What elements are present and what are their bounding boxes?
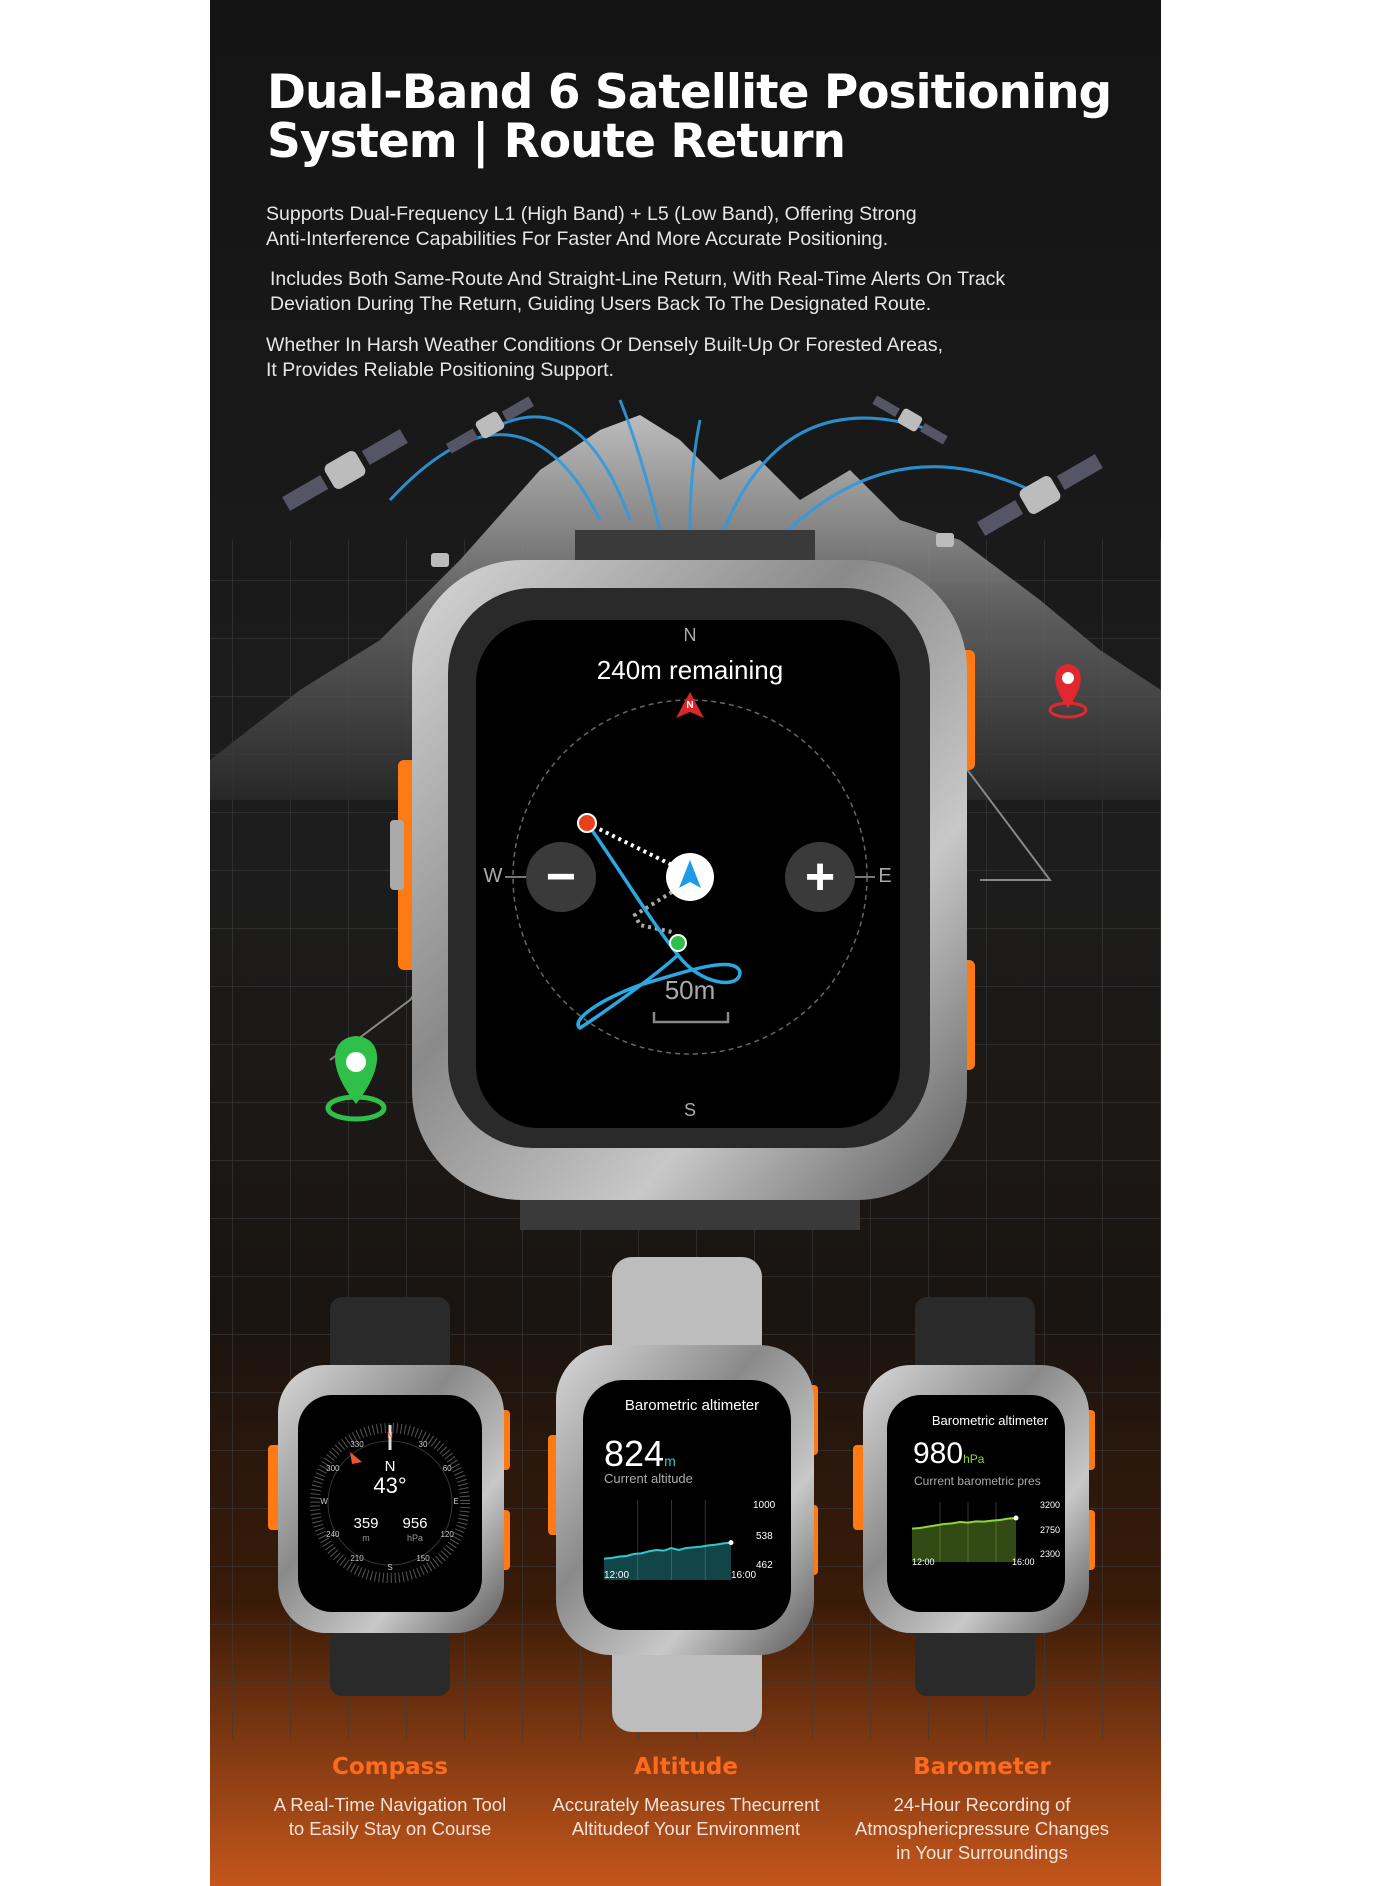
- map-pin-red-icon: [1048, 664, 1088, 719]
- altitude-reading-unit: m: [664, 1453, 676, 1469]
- pressure-reading: 980hPa: [913, 1437, 984, 1471]
- heading-degrees: 43°: [373, 1473, 407, 1498]
- caption-barometer-title: Barometer: [913, 1754, 1051, 1780]
- caption-line: Accurately Measures Thecurrent: [552, 1794, 820, 1815]
- pressure-reading-value: 980: [913, 1437, 964, 1470]
- caption-compass-desc: A Real-Time Navigation Tool to Easily St…: [274, 1793, 506, 1841]
- chart-end-point: [728, 1540, 734, 1546]
- caption-altitude-desc: Accurately Measures Thecurrent Altitudeo…: [553, 1793, 820, 1841]
- compass-tick-label: 210: [350, 1554, 364, 1564]
- caption-line: Atmosphericpressure Changes: [855, 1818, 1109, 1839]
- title-line: System | Route Return: [267, 114, 846, 169]
- caption-barometer-desc: 24-Hour Recording of Atmosphericpressure…: [855, 1793, 1109, 1865]
- y-tick-label: 2300: [1040, 1549, 1061, 1559]
- start-point: [577, 813, 597, 833]
- small-watch-compass-body: [268, 1297, 510, 1696]
- altitude-reading: 824m: [604, 1433, 676, 1475]
- satellite-signals: [388, 399, 1031, 561]
- compass-tick-label: 240: [326, 1530, 340, 1539]
- y-tick-label: 3200: [1040, 1500, 1061, 1510]
- y-tick-label: 538: [756, 1531, 773, 1542]
- paragraph-line: It Provides Reliable Positioning Support…: [266, 359, 614, 381]
- chart-area: [604, 1542, 731, 1580]
- scale-bar: [652, 1012, 730, 1024]
- x-tick-label: 16:00: [1012, 1557, 1035, 1567]
- small-watch-altitude-body: [548, 1257, 818, 1732]
- compass-s-label: S: [683, 1100, 697, 1120]
- compass-tick-label: N: [387, 1431, 393, 1440]
- compass-tick-label: E: [453, 1497, 459, 1506]
- compass-tick-label: 30: [418, 1439, 428, 1449]
- pressure-reading-unit: hPa: [963, 1452, 985, 1466]
- paragraph-dual-frequency: Supports Dual-Frequency L1 (High Band) +…: [266, 202, 917, 252]
- barometer-chart: [912, 1502, 1019, 1562]
- altitude-screen-title: Barometric altimeter: [624, 1397, 760, 1414]
- track-route: [576, 821, 742, 1031]
- zoom-out-button[interactable]: −: [526, 842, 596, 912]
- current-point: [669, 934, 687, 952]
- north-marker-icon: [676, 692, 704, 718]
- caption-line: Altitudeof Your Environment: [571, 1818, 801, 1839]
- small-watch-barometer-body: [853, 1297, 1095, 1696]
- zoom-in-button[interactable]: +: [785, 842, 855, 912]
- caption-line: in Your Surroundings: [896, 1842, 1068, 1863]
- chart-end-point: [1013, 1515, 1019, 1521]
- compass-tick-label: S: [387, 1563, 393, 1572]
- paragraph-line: Includes Both Same-Route And Straight-Li…: [270, 268, 1006, 290]
- map-scale-label: 50m: [664, 975, 716, 1005]
- compass-tick-label: 150: [416, 1554, 430, 1564]
- map-pin-green-icon: [325, 1036, 387, 1122]
- x-tick-label: 12:00: [912, 1557, 935, 1567]
- altitude-unit: m: [362, 1533, 370, 1543]
- x-tick-label: 12:00: [604, 1570, 630, 1581]
- title-line: Dual-Band 6 Satellite Positioning: [267, 65, 1112, 120]
- paragraph-line: Deviation During The Return, Guiding Use…: [270, 293, 932, 315]
- y-tick-label: 2750: [1040, 1525, 1061, 1535]
- caption-line: 24-Hour Recording of: [893, 1794, 1071, 1815]
- chart-line: [604, 1541, 732, 1560]
- compass-e-label: E: [878, 865, 892, 887]
- chart-area: [912, 1518, 1016, 1562]
- paragraph-line: Whether In Harsh Weather Conditions Or D…: [266, 334, 943, 356]
- paragraph-reliability: Whether In Harsh Weather Conditions Or D…: [266, 333, 943, 383]
- page-title: Dual-Band 6 Satellite Positioning System…: [267, 65, 1112, 169]
- north-marker-label: N: [686, 700, 694, 711]
- paragraph-line: Anti-Interference Capabilities For Faste…: [266, 228, 889, 250]
- pressure-label: Current barometric pres: [914, 1474, 1041, 1488]
- altitude-reading-value: 824: [604, 1433, 665, 1474]
- caption-altitude-title: Altitude: [634, 1754, 738, 1780]
- compass-tick-label: W: [320, 1497, 328, 1506]
- paragraph-line: Supports Dual-Frequency L1 (High Band) +…: [266, 203, 917, 225]
- altitude-value: 359: [353, 1515, 379, 1532]
- compass-w-label: W: [483, 865, 503, 887]
- pressure-unit: hPa: [406, 1533, 424, 1543]
- compass-tick-label: 300: [326, 1464, 340, 1473]
- heading-direction: N: [384, 1458, 396, 1475]
- compass-tick-label: 60: [442, 1464, 452, 1473]
- caption-compass-title: Compass: [331, 1754, 449, 1780]
- pressure-value: 956: [402, 1515, 428, 1532]
- satellite-icon: [282, 395, 1103, 567]
- chart-line: [912, 1517, 1017, 1530]
- compass-tick-label: 120: [440, 1530, 454, 1539]
- barometer-screen-title: Barometric altimeter: [931, 1413, 1049, 1428]
- x-tick-label: 16:00: [731, 1570, 757, 1581]
- caption-line: to Easily Stay on Course: [288, 1818, 492, 1839]
- paragraph-route-return: Includes Both Same-Route And Straight-Li…: [270, 267, 1005, 317]
- compass-n-label: N: [683, 625, 697, 645]
- remaining-distance: 240m remaining: [596, 655, 784, 685]
- altitude-chart: [604, 1500, 734, 1580]
- y-tick-label: 462: [756, 1560, 773, 1571]
- caption-line: A Real-Time Navigation Tool: [273, 1794, 507, 1815]
- compass-tick-label: 330: [350, 1439, 364, 1449]
- y-tick-label: 1000: [753, 1500, 776, 1511]
- altitude-label: Current altitude: [604, 1471, 693, 1486]
